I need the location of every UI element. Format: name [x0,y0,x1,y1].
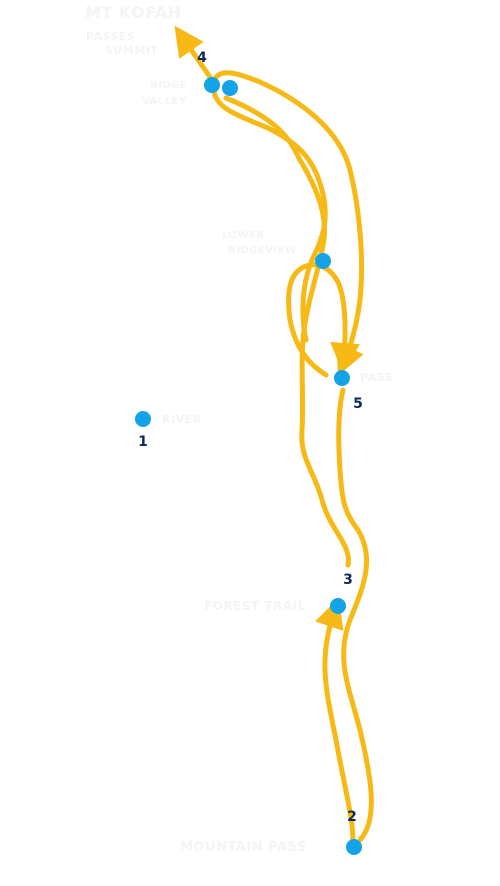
route-segment-3-to-4 [223,95,351,568]
route-segment-switchback [211,89,328,343]
place-label-ridge: RIDGE [150,80,187,91]
route-segment-exit [174,25,215,83]
place-label-summit: SUMMIT [105,44,158,57]
marker-stop-2[interactable] [346,839,362,855]
route-segment-4-to-5 [211,70,365,376]
stop-number-1: 1 [138,434,148,450]
place-label-passes: PASSES [86,30,135,43]
stop-numbers: 1 2 3 4 5 [138,50,363,825]
stop-number-2: 2 [347,809,357,825]
route-line [174,25,374,848]
route-segment-2-to-3 [315,597,356,848]
place-label-mountain-pass: MOUNTAIN PASS [180,840,307,855]
route-segment-east-climb [336,387,374,843]
stop-number-4: 4 [197,50,207,66]
location-markers [135,77,362,855]
stop-number-5: 5 [353,396,363,412]
marker-stop-4-b[interactable] [222,80,238,96]
place-label-valley: VALLEY [142,96,187,107]
marker-stop-3[interactable] [330,598,346,614]
route-segment-west-loop [286,262,361,378]
place-label-forest-trail: FOREST TRAIL [204,599,306,613]
marker-stop-1[interactable] [135,411,151,427]
marker-stop-5[interactable] [334,370,350,386]
place-label-ridgeview: RIDGEVIEW [228,245,297,256]
place-label-mt-kofah: MT KOFAH [85,3,182,22]
marker-stop-4-a[interactable] [204,77,220,93]
place-label-pass: PASS [360,371,393,384]
place-label-river: RIVER [162,413,202,426]
place-label-lower: LOWER [222,230,265,241]
stop-number-3: 3 [343,572,353,588]
marker-upper-valley[interactable] [315,253,331,269]
